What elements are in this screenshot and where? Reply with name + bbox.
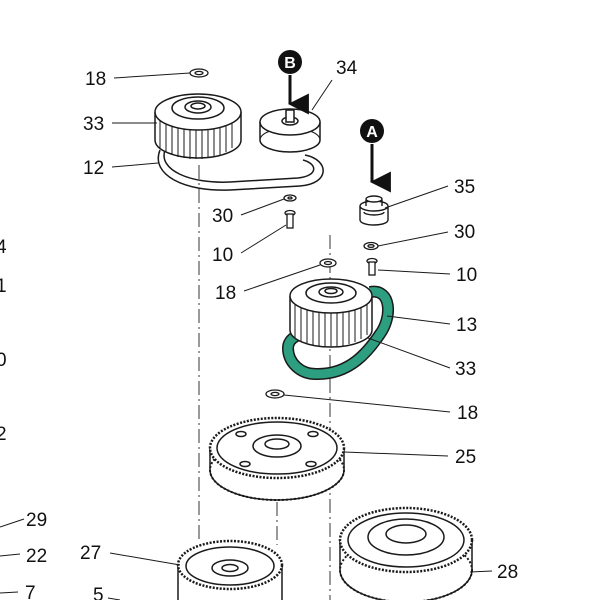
label-edge-4: 4 [0, 237, 7, 258]
label-35: 35 [454, 177, 475, 198]
washer-18-low [265, 389, 285, 399]
label-5: 5 [93, 585, 104, 600]
gear-25 [208, 416, 346, 501]
label-10-right: 10 [456, 265, 477, 286]
screw-10-right [366, 257, 378, 276]
callout-a-letter: A [366, 124, 378, 141]
callout-a: A [360, 119, 391, 193]
label-7: 7 [25, 583, 36, 600]
callout-b-letter: B [284, 55, 296, 72]
label-29: 29 [26, 510, 47, 531]
screw-10-left [284, 209, 296, 229]
label-30-left: 30 [212, 206, 233, 227]
label-30-right: 30 [454, 222, 475, 243]
label-10-left: 10 [212, 245, 233, 266]
label-18-top: 18 [85, 69, 106, 90]
label-33-top: 33 [83, 114, 104, 135]
label-edge-1: 1 [0, 276, 7, 297]
label-18-low: 18 [457, 403, 478, 424]
label-34: 34 [336, 58, 358, 79]
label-27: 27 [80, 543, 101, 564]
leader-lines [0, 72, 493, 601]
label-25: 25 [455, 447, 476, 468]
label-22: 22 [26, 546, 47, 567]
washer-30-right [363, 241, 379, 251]
label-13: 13 [456, 315, 477, 336]
belt-12 [157, 149, 324, 191]
label-edge-0: 0 [0, 350, 7, 371]
label-12: 12 [83, 158, 104, 179]
pulley-33-mid [289, 278, 373, 348]
motor-pulley-34 [259, 108, 321, 153]
label-18-mid: 18 [215, 283, 236, 304]
bushing-35 [359, 195, 389, 226]
label-edge-2: 2 [0, 424, 7, 445]
gear-28 [338, 506, 474, 603]
part-labels: 18 34 33 12 35 30 30 10 10 18 13 33 18 2… [0, 58, 518, 605]
washer-18-top [189, 68, 209, 78]
label-28: 28 [497, 562, 518, 583]
pulley-33-top [154, 93, 242, 159]
callout-b: B [278, 50, 309, 115]
washer-30-left [283, 194, 297, 202]
gear-27 [176, 539, 284, 600]
washer-18-mid [319, 258, 337, 268]
label-33-mid: 33 [455, 359, 476, 380]
axis-lines [198, 165, 331, 600]
